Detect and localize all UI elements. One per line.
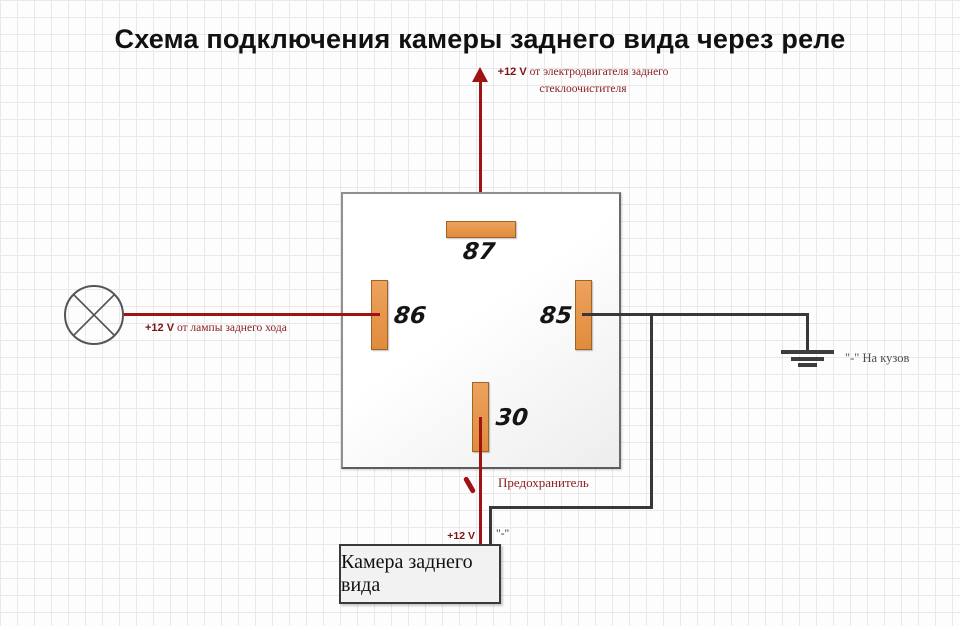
wire-wiper-12v bbox=[479, 80, 482, 230]
page-title: Схема подключения камеры заднего вида че… bbox=[114, 24, 846, 54]
ground-label: "-" На кузов bbox=[845, 351, 910, 365]
fuse-icon bbox=[462, 475, 477, 495]
ground-icon bbox=[781, 350, 834, 354]
plus12-lamp-label: +12 V bbox=[145, 322, 175, 334]
pin-30-label: 30 bbox=[494, 405, 530, 431]
camera-label: Камера заднего вида bbox=[341, 551, 473, 596]
fuse-label: Предохранитель bbox=[498, 475, 589, 490]
ground-icon bbox=[798, 363, 817, 367]
camera-box: Камера заднего вида bbox=[339, 544, 501, 604]
wire-minus-vertical bbox=[650, 313, 653, 509]
ground-icon bbox=[791, 357, 824, 361]
pin-85-label: 85 bbox=[538, 303, 574, 329]
pin-86-label: 86 bbox=[392, 303, 428, 329]
reverse-lamp-label: +12 V от лампы заднего хода bbox=[145, 322, 287, 334]
wire-30-to-camera bbox=[479, 417, 482, 545]
wire-reverse-lamp bbox=[124, 313, 380, 316]
camera-plus-label: +12 V bbox=[447, 530, 475, 542]
wire-85-to-ground bbox=[582, 313, 809, 316]
camera-minus-label: "-" bbox=[496, 528, 510, 540]
wiper-power-label: +12 V от электродвигателя заднего стекло… bbox=[497, 66, 669, 95]
pin-87-label: 87 bbox=[461, 239, 497, 265]
plus12-top-label: +12 V bbox=[497, 66, 527, 78]
relay-pin-87 bbox=[446, 221, 516, 238]
wire-ground-drop bbox=[806, 313, 809, 351]
lamp-icon bbox=[64, 285, 124, 345]
arrow-up-icon bbox=[472, 67, 488, 82]
wire-minus-to-camera bbox=[489, 506, 492, 546]
wire-minus-horizontal bbox=[489, 506, 653, 509]
